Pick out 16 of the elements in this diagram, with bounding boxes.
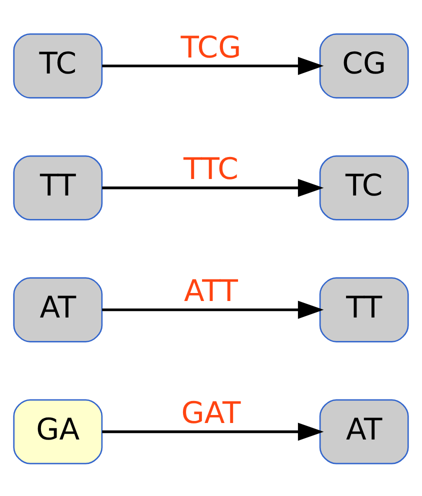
arrow (102, 300, 324, 318)
node-box: GA (13, 398, 103, 464)
node-box: TC (13, 32, 103, 98)
edge-label: GAT (181, 396, 241, 431)
arrow (102, 56, 324, 74)
node-box: AT (13, 276, 103, 342)
node-box: CG (319, 32, 409, 98)
edge-label: TCG (180, 30, 242, 65)
node-box: TT (319, 276, 409, 342)
arrow (102, 422, 324, 440)
node-box: TT (13, 154, 103, 220)
edge-label: ATT (184, 274, 238, 309)
node-box: TC (319, 154, 409, 220)
edge-label: TTC (184, 152, 238, 187)
arrow (102, 178, 324, 196)
node-box: AT (319, 398, 409, 464)
